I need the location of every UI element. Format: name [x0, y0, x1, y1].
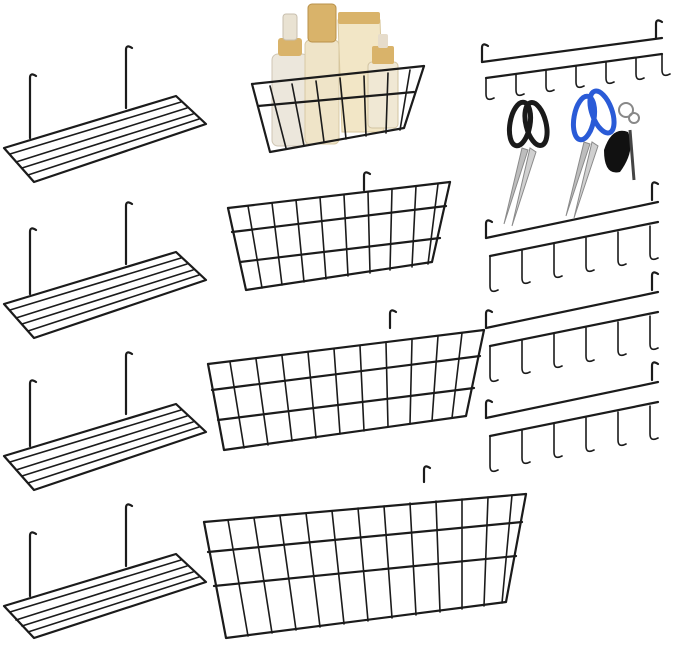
- shelf-3: [2, 351, 208, 492]
- shelf-2: [2, 201, 208, 340]
- hook-rack-4: [484, 361, 660, 473]
- shelf-4: [2, 503, 208, 640]
- shelf-1: [2, 45, 208, 184]
- basket-2: [226, 171, 452, 292]
- scissors-black: [503, 99, 550, 227]
- scissors-blue: [565, 88, 617, 219]
- hook-rack-1: [480, 19, 671, 101]
- car-key-icon: [604, 102, 640, 181]
- hook-rack-3: [484, 271, 660, 383]
- basket-4: [202, 465, 528, 640]
- basket-3: [206, 309, 486, 452]
- hook-rack-2: [484, 181, 660, 293]
- basket-1-with-bottles: [250, 3, 426, 154]
